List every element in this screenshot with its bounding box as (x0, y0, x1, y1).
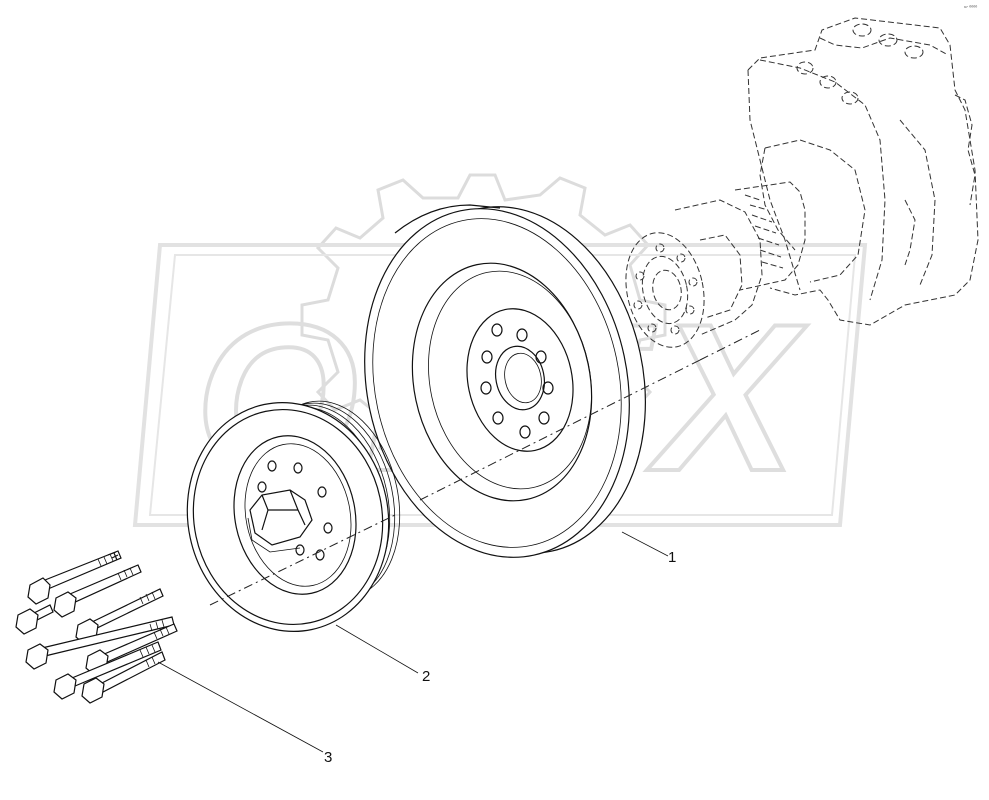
callout-3: 3 (157, 661, 332, 766)
callout-2-label: 2 (422, 668, 430, 685)
callout-1: 1 (621, 531, 676, 566)
callout-1-label: 1 (668, 549, 676, 566)
callout-2: 2 (335, 624, 430, 685)
center-axis-line (209, 329, 761, 606)
belt-pulley (186, 400, 401, 632)
callout-3-label: 3 (324, 749, 332, 766)
crankshaft-assembly (625, 17, 979, 348)
corner-mark: ⁶⁷ ⁰⁰⁰⁰ (964, 5, 977, 11)
vibration-damper (364, 204, 646, 558)
bolt-set (15, 550, 178, 704)
